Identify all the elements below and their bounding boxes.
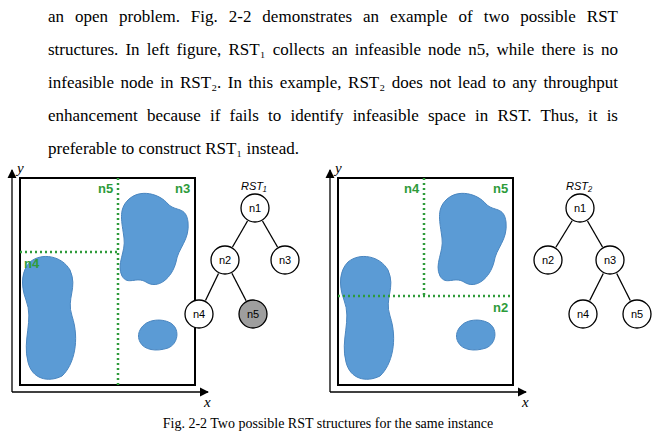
node-label: n4 <box>577 308 589 320</box>
tree-node: n5 <box>238 299 268 329</box>
tree-node: n2 <box>533 245 563 275</box>
tree-edge <box>590 273 604 300</box>
obstacles <box>341 193 507 379</box>
tree-edge <box>556 221 572 247</box>
tree-node: n2 <box>210 245 240 275</box>
partition-line <box>423 178 426 296</box>
node-circle <box>569 300 597 328</box>
node-label: n5 <box>247 308 259 320</box>
tree-edge <box>232 221 247 247</box>
y-axis <box>11 170 12 392</box>
tree-node: n1 <box>240 193 270 223</box>
tree-node: n3 <box>270 245 300 275</box>
tree-title: RST₂ <box>566 180 592 192</box>
node-circle <box>239 300 267 328</box>
tree-edge <box>232 273 246 300</box>
region-label: n3 <box>175 181 190 196</box>
partition-lines <box>20 178 118 385</box>
obstacle-blob <box>23 256 76 379</box>
node-label: n1 <box>249 202 261 214</box>
tree-node: n5 <box>622 299 652 329</box>
partition-lines <box>338 178 513 296</box>
tree-node: n3 <box>595 245 625 275</box>
tree-node: n4 <box>568 299 598 329</box>
region-label: n5 <box>493 181 508 196</box>
node-circle <box>271 246 299 274</box>
body-paragraph: an open problem. Fig. 2-2 demonstrates a… <box>48 0 618 165</box>
left-panel <box>12 170 208 392</box>
obstacles <box>23 193 189 379</box>
region-label: n2 <box>493 300 508 315</box>
node-circle <box>566 194 594 222</box>
region-label: n4 <box>24 256 39 271</box>
obstacle-blob <box>139 320 177 350</box>
obstacle-blob <box>341 256 394 379</box>
x-axis <box>330 391 526 392</box>
obstacle-blob <box>438 193 506 284</box>
tree-title: RST₁ <box>241 180 266 192</box>
node-circle <box>211 246 239 274</box>
axis-label: x <box>204 394 211 411</box>
obstacle-blob <box>457 320 495 350</box>
tree-edge <box>262 221 277 247</box>
obstacle-blob <box>120 193 188 284</box>
tree-node: n4 <box>184 299 214 329</box>
figure-caption: Fig. 2-2 Two possible RST structures for… <box>0 416 656 432</box>
tree-node: n1 <box>565 193 595 223</box>
node-label: n3 <box>604 254 616 266</box>
node-circle <box>241 194 269 222</box>
axis-label: y <box>335 160 342 177</box>
region-label: n5 <box>98 181 113 196</box>
node-circle <box>623 300 651 328</box>
y-axis <box>329 170 330 392</box>
tree-edge <box>617 273 631 300</box>
node-label: n2 <box>219 254 231 266</box>
region-box <box>338 178 513 385</box>
node-circle <box>185 300 213 328</box>
partition-line <box>338 295 513 298</box>
node-label: n3 <box>279 254 291 266</box>
node-label: n2 <box>542 254 554 266</box>
right-panel <box>330 170 526 392</box>
axis-label: x <box>522 394 529 411</box>
tree-edge <box>587 221 602 247</box>
partition-line <box>20 251 118 254</box>
node-label: n5 <box>631 308 643 320</box>
node-label: n1 <box>574 202 586 214</box>
node-circle <box>596 246 624 274</box>
partition-line <box>117 178 120 385</box>
tree-edge <box>206 274 219 301</box>
region-box <box>20 178 195 385</box>
x-axis <box>12 391 208 392</box>
node-label: n4 <box>193 308 205 320</box>
region-label: n4 <box>404 181 419 196</box>
node-circle <box>534 246 562 274</box>
axis-label: y <box>17 160 24 177</box>
